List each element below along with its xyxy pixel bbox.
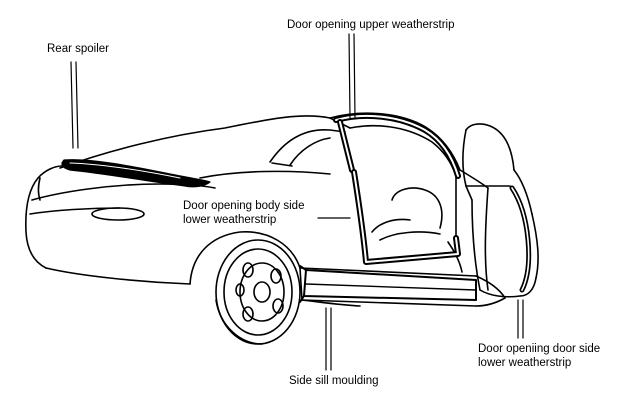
label-rear-spoiler-line1: Rear spoiler (47, 43, 109, 55)
label-body-side-line1: Door opening body side (183, 200, 305, 212)
label-door-side-lower: Door openiing door side lower weatherstr… (478, 342, 600, 370)
rear-spoiler (61, 159, 211, 188)
label-door-upper-line1: Door opening upper weatherstrip (287, 19, 455, 31)
label-door-side-line2: lower weatherstrip (478, 357, 572, 369)
leader-lines (70, 33, 524, 371)
label-door-side-line1: Door openiing door side (478, 343, 601, 355)
label-side-sill-moulding: Side sill moulding (289, 374, 379, 388)
side-sill-moulding (303, 269, 477, 301)
label-door-upper-weatherstrip: Door opening upper weatherstrip (287, 18, 455, 32)
car-body (25, 112, 506, 307)
label-side-sill-line1: Side sill moulding (289, 375, 379, 387)
label-body-side-lower: Door opening body side lower weatherstri… (183, 199, 304, 227)
label-rear-spoiler: Rear spoiler (47, 42, 109, 56)
rear-wheel (215, 239, 301, 345)
label-body-side-line2: lower weatherstrip (183, 214, 277, 226)
open-door (462, 123, 539, 298)
